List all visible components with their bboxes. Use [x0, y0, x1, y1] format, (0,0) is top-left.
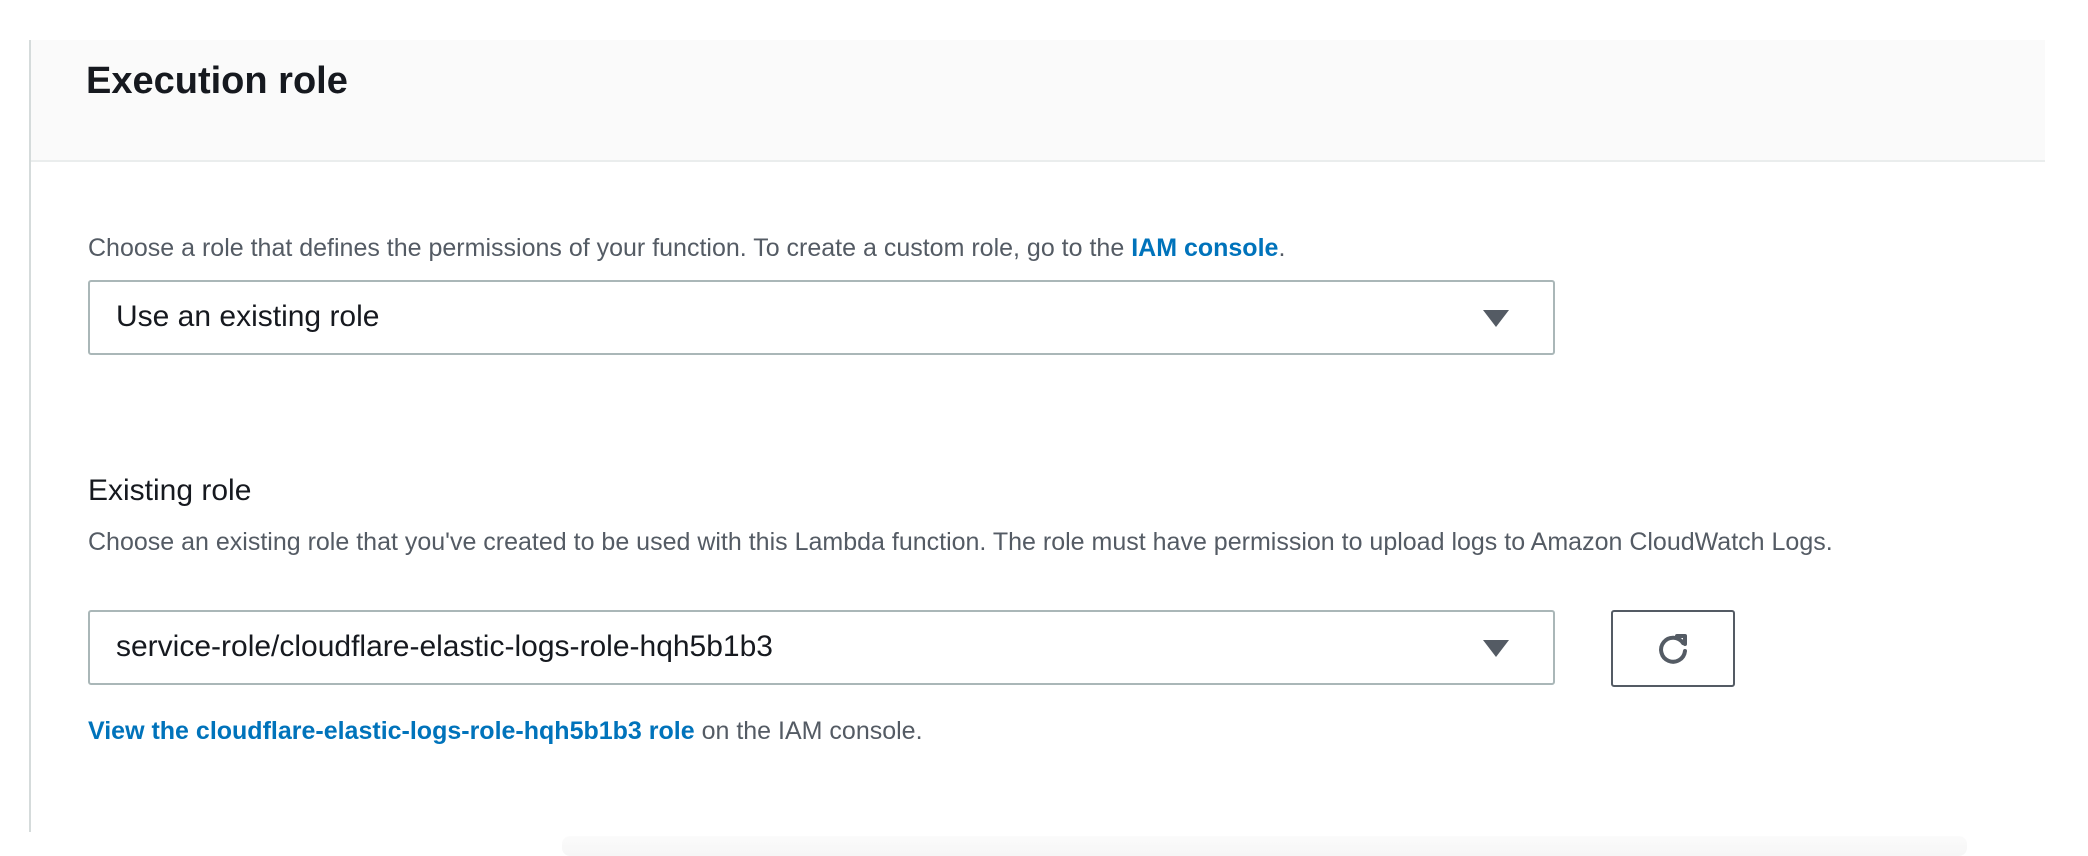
iam-console-link[interactable]: IAM console — [1131, 234, 1279, 262]
view-role-link[interactable]: View the cloudflare-elastic-logs-role-hq… — [88, 717, 695, 745]
role-description: Choose a role that defines the permissio… — [88, 231, 1285, 266]
existing-role-label: Existing role — [88, 474, 252, 507]
next-panel-edge — [562, 836, 1967, 856]
existing-role-value: service-role/cloudflare-elastic-logs-rol… — [116, 630, 773, 663]
caret-down-icon — [1483, 640, 1509, 657]
section-title: Execution role — [86, 60, 348, 102]
execution-role-panel: Execution role Choose a role that define… — [29, 40, 2045, 832]
caret-down-icon — [1483, 310, 1509, 327]
refresh-button[interactable] — [1611, 610, 1735, 687]
refresh-icon — [1659, 633, 1687, 664]
view-role-suffix: on the IAM console. — [694, 717, 923, 745]
role-type-value: Use an existing role — [116, 300, 380, 333]
role-description-end: . — [1278, 234, 1286, 262]
view-role-line: View the cloudflare-elastic-logs-role-hq… — [88, 714, 923, 749]
panel-header: Execution role — [31, 40, 2045, 162]
existing-role-select[interactable]: service-role/cloudflare-elastic-logs-rol… — [88, 610, 1555, 685]
role-description-text: Choose a role that defines the permissio… — [88, 234, 1132, 262]
role-type-select[interactable]: Use an existing role — [88, 280, 1555, 355]
existing-role-description: Choose an existing role that you've crea… — [88, 528, 1833, 556]
